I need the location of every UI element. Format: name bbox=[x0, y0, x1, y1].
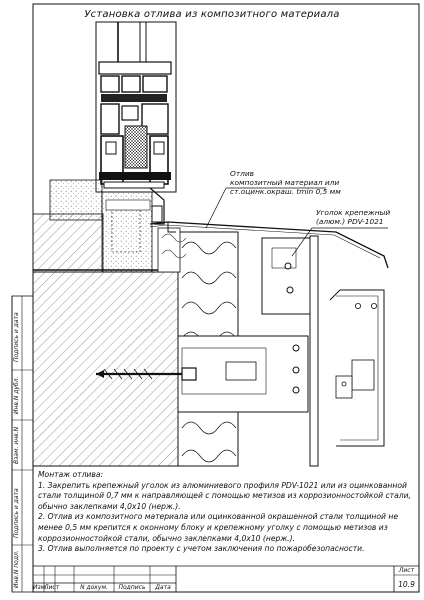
wall-masonry bbox=[32, 271, 179, 467]
sill-flashing bbox=[149, 221, 389, 269]
note-item-1: 1. Закрепить крепежный уголок из алюмини… bbox=[38, 480, 411, 511]
stamp-sheet-number: 10.9 bbox=[398, 580, 415, 589]
note-item-2: 2. Отлив из композитного материала или о… bbox=[38, 512, 399, 543]
drawing-title: Установка отлива из композитного материа… bbox=[84, 9, 340, 20]
stamp-sheet-label: Лист bbox=[398, 567, 415, 574]
callout-ugolok-line1: Уголок крепежный bbox=[316, 208, 391, 217]
callout-ugolok-line2: (алюм.) PDV-1021 bbox=[316, 217, 384, 226]
stamp-col-izm: Изм. bbox=[33, 584, 48, 591]
stamp-col-signature: Подпись bbox=[118, 584, 146, 591]
window-sill-block bbox=[49, 179, 153, 273]
notes-heading: Монтаж отлива: bbox=[38, 470, 104, 479]
leader-line-ugolok bbox=[291, 227, 388, 257]
note-item-3: 3. Отлив выполняется по проекту с учетом… bbox=[38, 544, 365, 554]
stamp-col-list: Лист bbox=[44, 584, 60, 591]
stamp-col-date: Дата bbox=[155, 584, 171, 591]
installation-notes: Монтаж отлива: 1. Закрепить крепежный уг… bbox=[38, 470, 414, 555]
window-profile bbox=[95, 21, 177, 225]
leader-line-otliv bbox=[205, 187, 326, 229]
callout-otliv-heading: Отлив bbox=[230, 169, 255, 178]
title-block bbox=[33, 565, 419, 592]
side-label-signature-2: Подпись и дата bbox=[13, 488, 20, 538]
stamp-col-doc: N докум. bbox=[80, 584, 108, 591]
callout-ugolok: Уголок крепежный (алюм.) PDV-1021 bbox=[316, 208, 390, 226]
callout-otliv: Отлив композитный материал или ст.оцинк.… bbox=[230, 169, 341, 196]
subframe-bracket bbox=[261, 235, 385, 467]
side-label-replace-inv: Взам. инв.N bbox=[13, 426, 20, 464]
wall-bracket-anchor bbox=[96, 335, 309, 413]
callout-otliv-line2: ст.оцинк.окраш. tmin 0,5 мм bbox=[230, 187, 341, 196]
side-label-duplicate-inv: Инв.N дубл. bbox=[13, 376, 20, 414]
side-label-signature-1: Подпись и дата bbox=[13, 312, 20, 362]
callout-otliv-line1: композитный материал или bbox=[230, 178, 340, 187]
side-label-original-inv: Инв.N подл. bbox=[13, 550, 20, 588]
